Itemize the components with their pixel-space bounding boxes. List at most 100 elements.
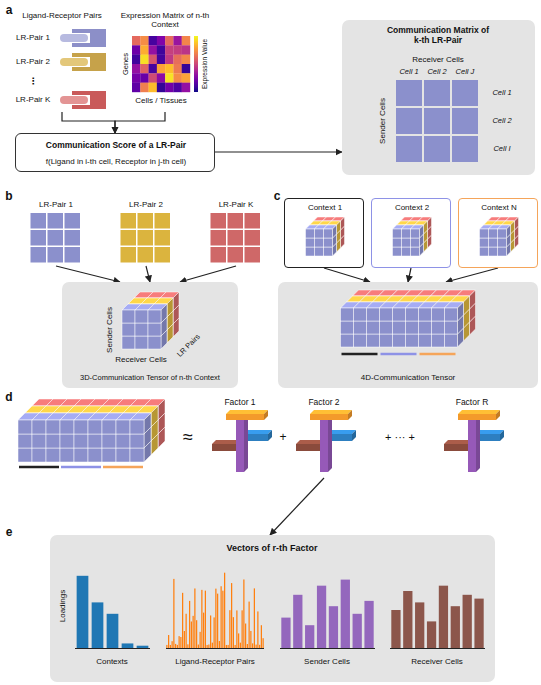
ligand-receptor-list: Ligand-Receptor PairsLR-Pair 1LR-Pair 2⋮… (10, 6, 116, 112)
tensor-cube-front (60, 420, 74, 434)
tensor-cube-front (32, 420, 46, 434)
tensor-cube-front (411, 229, 420, 238)
tensor-cube-side (515, 217, 519, 230)
loading-bar (207, 645, 208, 648)
factor-bar-top (296, 440, 324, 444)
node-text: Sender Cells (378, 98, 387, 144)
tensor-cube-front (18, 420, 32, 434)
node-text: ⋮ (29, 76, 38, 86)
loading-bar (222, 591, 223, 648)
tensor-cube-front (74, 420, 88, 434)
tensor-cube-front (60, 434, 74, 448)
tensor-cube-front (367, 334, 380, 347)
loading-bar (252, 643, 253, 648)
node-illustration (278, 282, 538, 388)
factor-glyph: Factor 2 (293, 396, 357, 478)
loading-bar (238, 633, 239, 648)
connector-arrow (180, 266, 236, 282)
tensor-cube-front (74, 448, 88, 462)
lr-matrix: LR-Pair K (205, 198, 267, 266)
connector-arrow (115, 112, 165, 133)
node-illustration (62, 282, 238, 388)
loading-bar (463, 595, 472, 648)
matrix-cell (211, 230, 227, 246)
node-heading: Communication Score of a LR-Pair (46, 141, 186, 151)
tensor-cube-front (432, 334, 445, 347)
tensor-cube-front (148, 310, 161, 323)
chart-axis (280, 648, 375, 649)
connector-arrow (408, 268, 411, 282)
tensor-cube-side (167, 298, 173, 317)
tensor-cube-front (445, 308, 458, 321)
tensor-cube-front (130, 448, 144, 462)
tensor-cube-front (444, 309, 457, 322)
loading-bar (179, 636, 180, 648)
heatmap-cell (149, 55, 157, 65)
tensor-cube-front (411, 238, 420, 247)
tensor-cube-side (511, 221, 515, 234)
heatmap-cell (173, 55, 181, 65)
loading-bar (353, 614, 362, 648)
heatmap-cell (132, 36, 140, 46)
tensor-cube-side (470, 290, 476, 309)
connector-arrow (324, 268, 370, 282)
operator-symbol: + (279, 431, 286, 443)
tensor-cube-front (32, 420, 46, 434)
loading-bar (175, 644, 176, 648)
tensor-cube-front (431, 309, 444, 322)
node-text: Sender Cells (304, 657, 350, 666)
heatmap-cell (132, 83, 140, 93)
heatmap-cell (165, 36, 173, 46)
loading-bar (247, 644, 248, 648)
context-underline (381, 353, 417, 356)
tensor-cube-front (431, 322, 444, 335)
tensor-cube-front (148, 336, 161, 349)
tensor-cube-front (445, 321, 458, 334)
matrix-cell (228, 230, 244, 246)
ligand-icon (60, 96, 88, 104)
tensor-cube-front (480, 247, 489, 256)
heatmap-cell (132, 64, 140, 74)
matrix-cell (155, 213, 171, 229)
tensor-cube-front (411, 247, 420, 256)
loading-bar (257, 611, 258, 648)
tensor-cube-side (144, 413, 151, 434)
tensor-cube-front (489, 247, 498, 256)
tensor-cube-front (102, 420, 116, 434)
factor-bar-top (212, 440, 240, 444)
tensor-cube-front (410, 239, 419, 248)
tensor-cube-front (306, 229, 315, 238)
heatmap-cell (140, 73, 148, 83)
matrix-cell (121, 247, 137, 263)
tensor-cube-front (366, 322, 379, 335)
matrix-cell (65, 247, 81, 263)
factor-bar (296, 444, 320, 451)
loading-bar (254, 588, 255, 648)
matrix-cell (138, 213, 154, 229)
heatmap-cell (173, 45, 181, 55)
tensor-cube-front (46, 420, 60, 434)
loading-bar (177, 645, 178, 648)
ligand-icon (60, 34, 88, 42)
loading-bar (236, 610, 237, 648)
tensor-cube-front (74, 434, 88, 448)
matrix-cell (211, 213, 227, 229)
loading-bar (293, 595, 302, 648)
tensor-cube-front (380, 308, 393, 321)
tensor-cube-front (489, 238, 498, 247)
loading-bar (215, 589, 216, 648)
factor-bar-side (328, 416, 332, 472)
loading-bar (198, 645, 199, 648)
node-heading: Context N (481, 203, 517, 212)
tensor-cube-front (314, 230, 323, 239)
factor-vectors-panel: Vectors of r-th FactorLoadingsContextsLi… (50, 535, 495, 682)
communication-matrix-panel: Communication Matrix of k-th LR-PairRece… (342, 20, 535, 175)
tensor-cube-front (134, 311, 147, 324)
loading-bar (107, 614, 119, 648)
matrix-cell (211, 247, 227, 263)
matrix-cell (48, 247, 64, 263)
tensor-cube-front (489, 229, 498, 238)
tensor-cube-front (432, 308, 445, 321)
matrix-cell (228, 213, 244, 229)
tensor-cube-front (88, 448, 102, 462)
